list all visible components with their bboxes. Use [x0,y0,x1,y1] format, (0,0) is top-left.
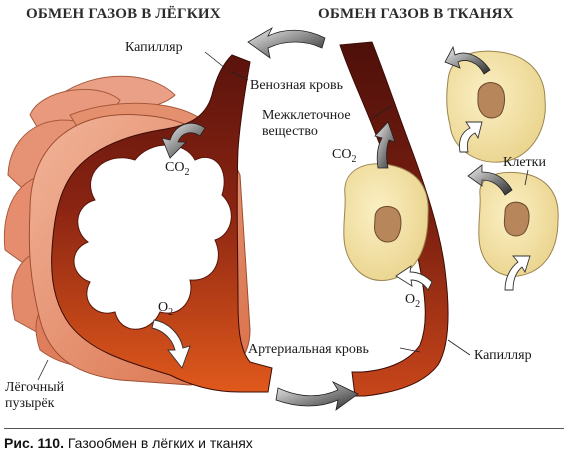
label-arterial-blood: Артериальная кровь [248,342,369,357]
figure-caption: Рис. 110. Газообмен в лёгких и тканях [4,435,253,451]
gas-co2-lungs: CO2 [165,160,190,178]
caption-number: Рис. 110. [4,435,64,451]
title-lungs: ОБМЕН ГАЗОВ В ЛЁГКИХ [26,6,221,22]
label-intercellular-2: вещество [262,124,318,139]
title-tissues: ОБМЕН ГАЗОВ В ТКАНЯХ [318,6,514,22]
co2-lungs-arrow [161,123,206,159]
label-venous-blood: Венозная кровь [250,78,344,93]
cell-right-out-arrow [467,164,513,196]
leader-capillary-right [447,339,471,356]
nucleus-top [477,82,506,119]
caption-text: Газообмен в лёгких и тканях [67,435,253,451]
o2-tissue-arrow [395,265,433,291]
leader-capillary-left [204,51,226,69]
gas-co2-tissue: CO2 [332,147,357,165]
leader-arterial [399,347,421,353]
leader-venous [231,71,249,81]
gas-o2-lungs: O2 [158,300,174,318]
leader-intercellular [371,105,393,119]
leader-alveolus [37,359,49,381]
label-alveolus-1: Лёгочный [5,380,65,395]
cell-top-in-arrow [459,121,483,153]
o2-lungs-arrow [151,319,191,369]
cell-top-out-arrow [444,45,491,75]
label-intercellular-1: Межклеточное [262,108,351,123]
label-cells: Клетки [503,155,546,170]
label-capillary-left: Капилляр [125,40,183,55]
label-alveolus-2: пузырёк [5,396,55,411]
caption-rule [4,428,564,429]
leader-cells [524,169,529,186]
gas-o2-tissue: O2 [405,292,421,310]
label-capillary-right: Капилляр [474,348,532,363]
flow-arrow-bottom [275,381,359,411]
nucleus-left [374,205,402,243]
cell-right-in-arrow [504,255,531,291]
leader-lines [37,51,529,381]
co2-tissue-arrow [374,121,396,169]
flow-arrow-top [247,26,326,59]
nucleus-right [503,201,530,237]
gas-arrows [151,45,531,369]
